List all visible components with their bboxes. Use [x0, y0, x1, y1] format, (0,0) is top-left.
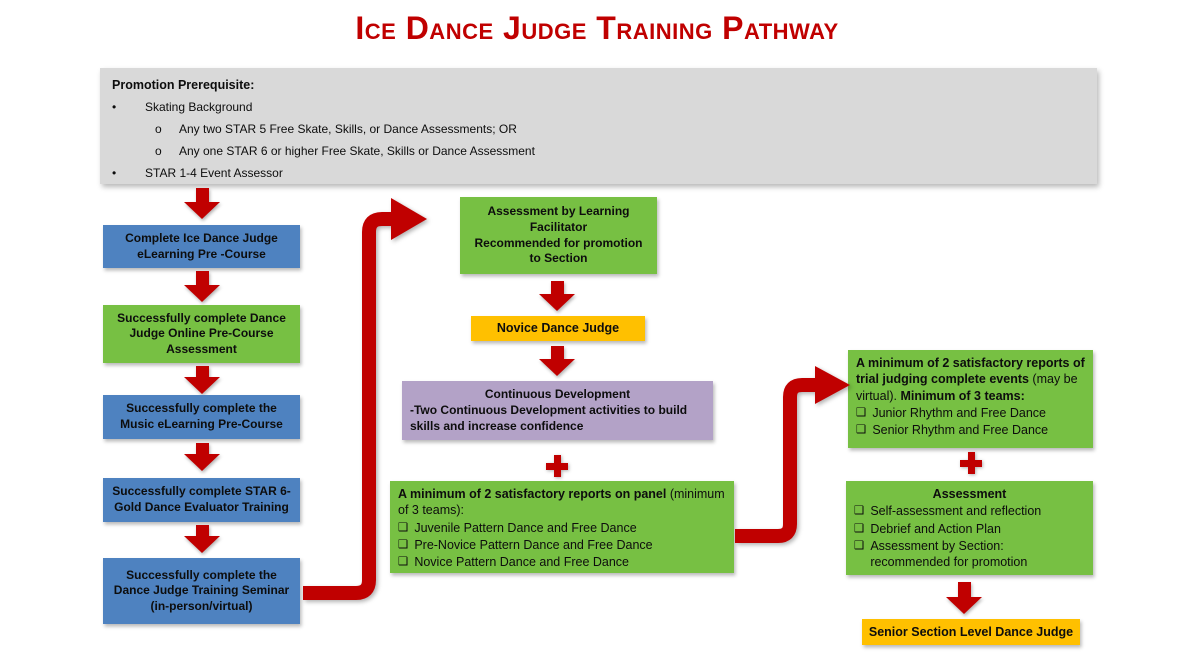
checkbox-icon: ❑ — [854, 539, 865, 552]
arrowhead-right-icon — [815, 366, 850, 404]
prerequisite-box: Promotion Prerequisite: • Skating Backgr… — [100, 68, 1097, 184]
bullet-icon: • — [112, 166, 117, 180]
list-item: ❑Self-assessment and reflection — [854, 504, 1042, 519]
checkbox-icon: ❑ — [854, 522, 865, 535]
circle-bullet-icon: o — [155, 122, 162, 136]
down-arrow-icon — [184, 366, 220, 394]
flow-box-learning-facilitator-assessment: Assessment by Learning Facilitator Recom… — [460, 197, 657, 274]
prerequisite-subitem: o Any two STAR 5 Free Skate, Skills, or … — [155, 118, 1097, 140]
flow-box-panel-reports: A minimum of 2 satisfactory reports on p… — [390, 481, 734, 573]
list-item: ❑Senior Rhythm and Free Dance — [856, 423, 1049, 437]
arrowhead-right-icon — [391, 198, 427, 240]
prerequisite-item: • Skating Background — [112, 96, 1097, 118]
down-arrow-icon — [184, 443, 220, 471]
list-item: ❑Assessment by Section: recommended for … — [854, 538, 1028, 569]
checkbox-icon: ❑ — [856, 424, 867, 436]
checkbox-icon: ❑ — [398, 521, 409, 534]
trial-reports-heading: A minimum of 2 satisfactory reports of t… — [856, 356, 1085, 403]
plus-icon — [960, 452, 982, 474]
flow-box-trial-judging-reports: A minimum of 2 satisfactory reports of t… — [848, 350, 1093, 448]
panel-reports-heading: A minimum of 2 satisfactory reports on p… — [398, 487, 725, 518]
flow-box-music-elearning: Successfully complete the Music eLearnin… — [103, 395, 300, 439]
novice-judge-badge: Novice Dance Judge — [471, 316, 645, 341]
connector-arrow-panel-to-trial — [735, 378, 817, 543]
prerequisite-subitem: o Any one STAR 6 or higher Free Skate, S… — [155, 140, 1097, 162]
flow-box-training-seminar: Successfully complete the Dance Judge Tr… — [103, 558, 300, 624]
prerequisite-item: • STAR 1-4 Event Assessor — [112, 162, 1097, 184]
flow-box-elearning-precourse: Complete Ice Dance Judge eLearning Pre -… — [103, 225, 300, 268]
prerequisite-heading: Promotion Prerequisite: — [112, 78, 255, 92]
flow-box-assessment: Assessment ❑Self-assessment and reflecti… — [846, 481, 1093, 575]
down-arrow-icon — [184, 271, 220, 302]
connector-arrow-seminar-to-facilitator — [303, 212, 393, 600]
flow-box-continuous-development: Continuous Development -Two Continuous D… — [402, 381, 713, 440]
checkbox-icon: ❑ — [398, 556, 409, 568]
plus-icon — [546, 455, 568, 477]
down-arrow-icon — [184, 188, 220, 219]
circle-bullet-icon: o — [155, 144, 162, 158]
list-item: ❑Juvenile Pattern Dance and Free Dance — [398, 520, 637, 535]
list-item: ❑Novice Pattern Dance and Free Dance — [398, 555, 630, 569]
bullet-icon: • — [112, 100, 117, 114]
list-item: ❑Junior Rhythm and Free Dance — [856, 405, 1047, 420]
down-arrow-icon — [539, 281, 575, 311]
flow-box-precourse-assessment: Successfully complete Dance Judge Online… — [103, 305, 300, 363]
flow-box-evaluator-training: Successfully complete STAR 6- Gold Dance… — [103, 478, 300, 522]
checkbox-icon: ❑ — [854, 505, 865, 518]
down-arrow-icon — [946, 582, 982, 614]
list-item: ❑Pre-Novice Pattern Dance and Free Dance — [398, 537, 653, 552]
checkbox-icon: ❑ — [398, 538, 409, 551]
list-item: ❑Debrief and Action Plan — [854, 521, 1001, 536]
checkbox-icon: ❑ — [856, 406, 867, 419]
senior-judge-badge: Senior Section Level Dance Judge — [862, 619, 1080, 645]
down-arrow-icon — [184, 525, 220, 553]
down-arrow-icon — [539, 346, 575, 376]
page-title: Ice Dance Judge Training Pathway — [355, 10, 839, 46]
